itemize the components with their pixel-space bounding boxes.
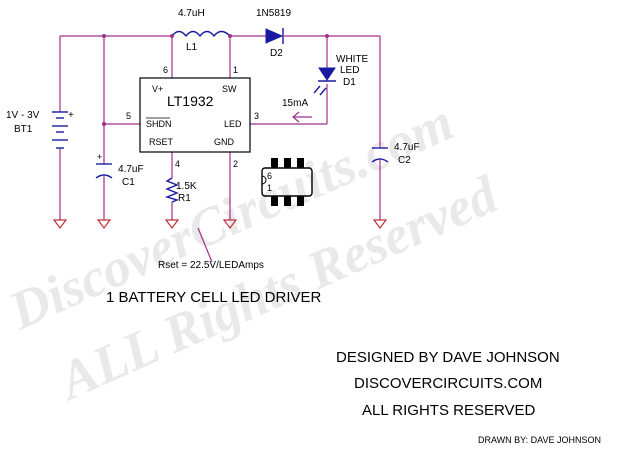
capacitor-c1: + 4.7uF C1: [95, 152, 144, 188]
package-pin-top-1: [271, 158, 278, 168]
junction-dot: [102, 122, 106, 126]
c2-value: 4.7uF: [394, 142, 420, 153]
credit-designer: DESIGNED BY DAVE JOHNSON: [336, 349, 560, 366]
c1-plate-bottom: [95, 174, 113, 179]
current-label: 15mA: [282, 98, 308, 109]
package-pin-bottom-1: [271, 196, 278, 206]
diode-triangle: [265, 28, 284, 44]
ground-icon: [52, 219, 68, 229]
credit-website: DISCOVERCIRCUITS.COM: [354, 375, 542, 392]
capacitor-c2: 4.7uF C2: [371, 142, 420, 166]
led-triangle: [318, 67, 336, 81]
pin-number-1: 1: [233, 65, 238, 75]
ground-symbols: [52, 219, 388, 229]
c1-plus: +: [97, 152, 102, 162]
diode-value: 1N5819: [256, 8, 291, 19]
package-pin-top-3: [297, 158, 304, 168]
drawn-by: DRAWN BY: DAVE JOHNSON: [478, 435, 601, 445]
diode-ref: D2: [270, 48, 283, 59]
package-notch: [261, 175, 267, 185]
ground-icon: [222, 219, 238, 229]
pin-number-4: 4: [175, 159, 180, 169]
package-pin-top-2: [284, 158, 291, 168]
ic-pin-sw: SW: [222, 84, 237, 94]
ic-lt1932: LT1932 V+ SW SHDN LED RSET GND 6 1 5 3 4…: [126, 65, 259, 169]
c1-value: 4.7uF: [118, 164, 144, 175]
led-ray-2: [319, 87, 327, 96]
package-pin-label-1: 1: [267, 183, 272, 193]
inductor-ref: L1: [186, 42, 198, 53]
battery-ref: BT1: [14, 124, 33, 135]
battery-plus: +: [68, 110, 74, 121]
pin-number-5: 5: [126, 111, 131, 121]
c2-plate-bottom: [371, 158, 389, 163]
r1-value: 1.5K: [176, 181, 197, 192]
battery-value: 1V - 3V: [6, 110, 40, 121]
pin-number-2: 2: [233, 159, 238, 169]
credit-rights: ALL RIGHTS RESERVED: [362, 402, 536, 419]
c1-ref: C1: [122, 177, 135, 188]
package-pin-bottom-3: [297, 196, 304, 206]
resistor-r1: 1.5K R1: [164, 177, 197, 204]
formula-pointer: [197, 227, 213, 263]
ic-pin-led: LED: [224, 119, 242, 129]
junction-dot: [325, 34, 329, 38]
inductor-value: 4.7uH: [178, 8, 205, 19]
ic-package-drawing: 6 1: [261, 158, 313, 206]
ground-icon: [372, 219, 388, 229]
battery-bt1: + 1V - 3V BT1: [6, 110, 74, 149]
diode-d2: 1N5819 D2: [256, 8, 291, 59]
ic-pin-gnd: GND: [214, 137, 235, 147]
ground-icon: [96, 219, 112, 229]
r1-ref: R1: [178, 193, 191, 204]
ic-body: [139, 77, 251, 153]
junction-dot: [228, 34, 232, 38]
circuit-title: 1 BATTERY CELL LED DRIVER: [106, 289, 322, 306]
inductor-coil: [171, 30, 231, 38]
junctions: [102, 34, 329, 126]
junction-dot: [102, 34, 106, 38]
c2-ref: C2: [398, 155, 411, 166]
pin-number-3: 3: [254, 111, 259, 121]
led-d1: WHITE LED D1: [313, 54, 369, 96]
wires: [59, 35, 381, 263]
led-ref: D1: [343, 77, 356, 88]
inductor-l1: 4.7uH L1: [171, 8, 231, 53]
pin-number-6: 6: [163, 65, 168, 75]
led-ray-1: [313, 85, 321, 94]
junction-dot: [170, 34, 174, 38]
rset-formula: Rset = 22.5V/LEDAmps: [158, 260, 264, 271]
ic-pin-vplus: V+: [152, 84, 163, 94]
led-value-line2: LED: [340, 65, 359, 76]
r1-zigzag: [164, 177, 180, 203]
led-value-line1: WHITE: [336, 54, 369, 65]
current-arrow-head: [292, 111, 300, 123]
ic-pin-shdn: SHDN: [146, 119, 172, 129]
ic-name: LT1932: [167, 93, 214, 109]
ground-icon: [164, 219, 180, 229]
package-pin-label-6: 6: [267, 171, 272, 181]
package-pin-bottom-2: [284, 196, 291, 206]
ic-pin-rset: RSET: [149, 137, 174, 147]
